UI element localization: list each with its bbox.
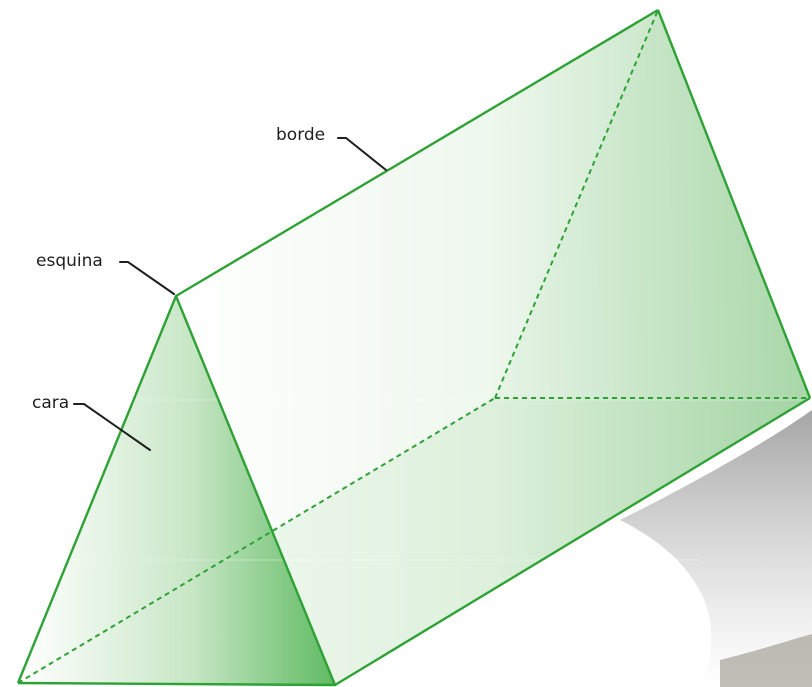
visible-edges: [16, 8, 812, 687]
label-face: cara: [32, 393, 151, 451]
prism-shadow: [620, 410, 812, 687]
label-vertex-text: esquina: [36, 251, 103, 271]
label-vertex-leader: [119, 261, 175, 295]
hidden-edges: [17, 9, 810, 684]
label-edge: borde: [276, 125, 387, 171]
label-edge-leader: [337, 137, 387, 171]
label-face-leader: [73, 403, 151, 451]
label-edge-text: borde: [276, 125, 325, 145]
label-vertex: esquina: [36, 251, 175, 295]
front-triangle-face: [18, 296, 335, 685]
label-face-text: cara: [32, 393, 69, 413]
